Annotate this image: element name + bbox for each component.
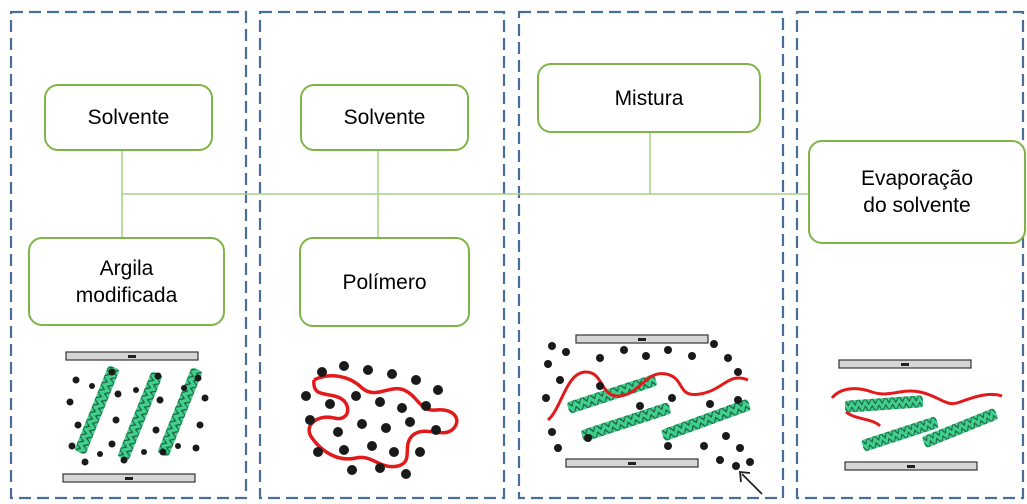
mistura-box: Mistura bbox=[537, 63, 761, 133]
polymer-in-solvent-illustration bbox=[301, 361, 459, 479]
evaporated-illustration bbox=[830, 359, 1003, 471]
clay-layer-icon bbox=[74, 365, 203, 461]
pointer-arrow-icon bbox=[738, 470, 763, 495]
polymer-chain-icon bbox=[830, 387, 1003, 406]
polymer-chain-icon bbox=[307, 374, 459, 469]
panel-3 bbox=[517, 10, 785, 500]
clay-in-solvent-illustration bbox=[62, 351, 209, 483]
solvente-box-2: Solvente bbox=[300, 84, 469, 151]
polimero-box: Polímero bbox=[299, 237, 470, 327]
panel-2 bbox=[258, 10, 506, 500]
connectors bbox=[121, 132, 810, 238]
polymer-chain-icon bbox=[546, 370, 749, 422]
argila-modificada-box: Argila modificada bbox=[28, 237, 225, 326]
panel-1 bbox=[9, 10, 248, 500]
evaporacao-box: Evaporação do solvente bbox=[808, 140, 1026, 244]
panel-borders bbox=[9, 10, 1025, 500]
panel-4 bbox=[795, 10, 1025, 500]
solvent-particle-icon bbox=[66, 368, 209, 466]
solvente-box-1: Solvente bbox=[44, 84, 213, 151]
mixture-illustration bbox=[542, 334, 763, 495]
